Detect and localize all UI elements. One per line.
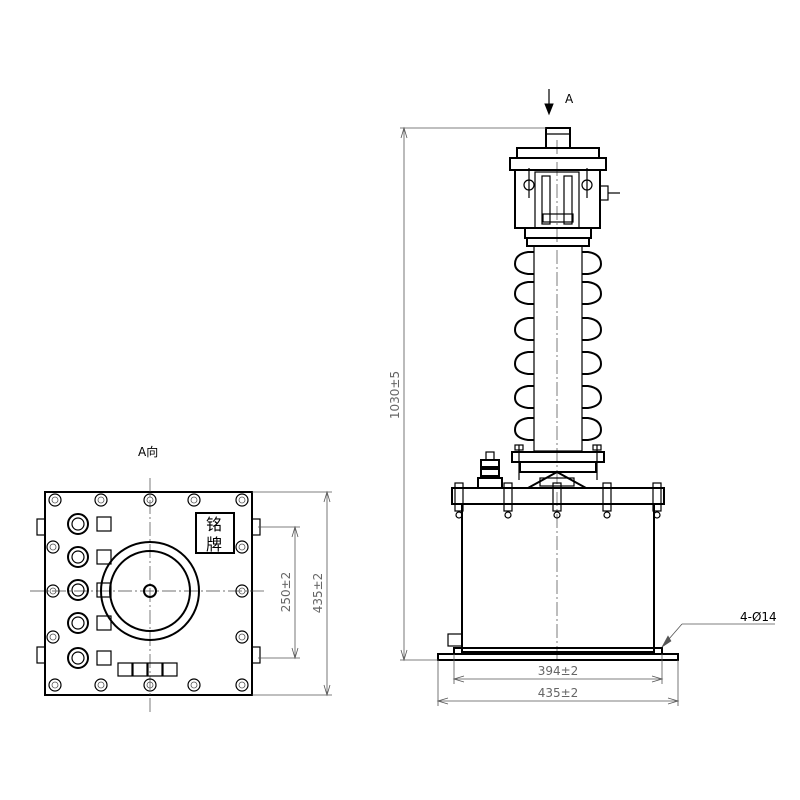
tank-body (461, 503, 655, 653)
top-cap (509, 127, 620, 229)
top-plate-outline (44, 491, 253, 696)
top-view-title: A向 (138, 444, 158, 459)
low-voltage-bushing (476, 451, 504, 489)
perimeter-bolts (46, 493, 249, 692)
view-arrow-a (544, 89, 554, 116)
flange-bolts (454, 482, 662, 519)
terminal-strip (117, 662, 178, 677)
nameplate-box (195, 512, 235, 554)
lug-right-bottom (251, 646, 261, 664)
secondary-terminals (67, 513, 112, 669)
insulator-column (513, 227, 603, 452)
lug-left-top (36, 518, 46, 536)
insulator-top-circle (100, 541, 200, 641)
insulator-base-flange (511, 444, 605, 489)
height-dimension (400, 126, 546, 662)
tank-top-flange (451, 487, 665, 505)
nameplate-char-2: 牌 (206, 535, 222, 554)
nameplate-char-1: 铭 (206, 515, 222, 534)
dim-435-vertical: 435±2 (311, 573, 325, 614)
front-view: A (388, 89, 777, 706)
ground-terminal (447, 633, 463, 647)
view-arrow-label: A (565, 92, 574, 106)
top-view: A向 (30, 444, 332, 712)
hole-callout: 4-Ø14 (740, 610, 777, 624)
dim-250: 250±2 (279, 572, 293, 613)
base-plate (437, 653, 679, 661)
hole-leader (661, 623, 775, 648)
base-dimensions (436, 654, 680, 706)
top-dimensions (252, 490, 332, 697)
dim-1030: 1030±5 (388, 371, 402, 419)
lug-left-bottom (36, 646, 46, 664)
dim-435-horizontal: 435±2 (538, 686, 579, 700)
dim-394: 394±2 (538, 664, 579, 678)
